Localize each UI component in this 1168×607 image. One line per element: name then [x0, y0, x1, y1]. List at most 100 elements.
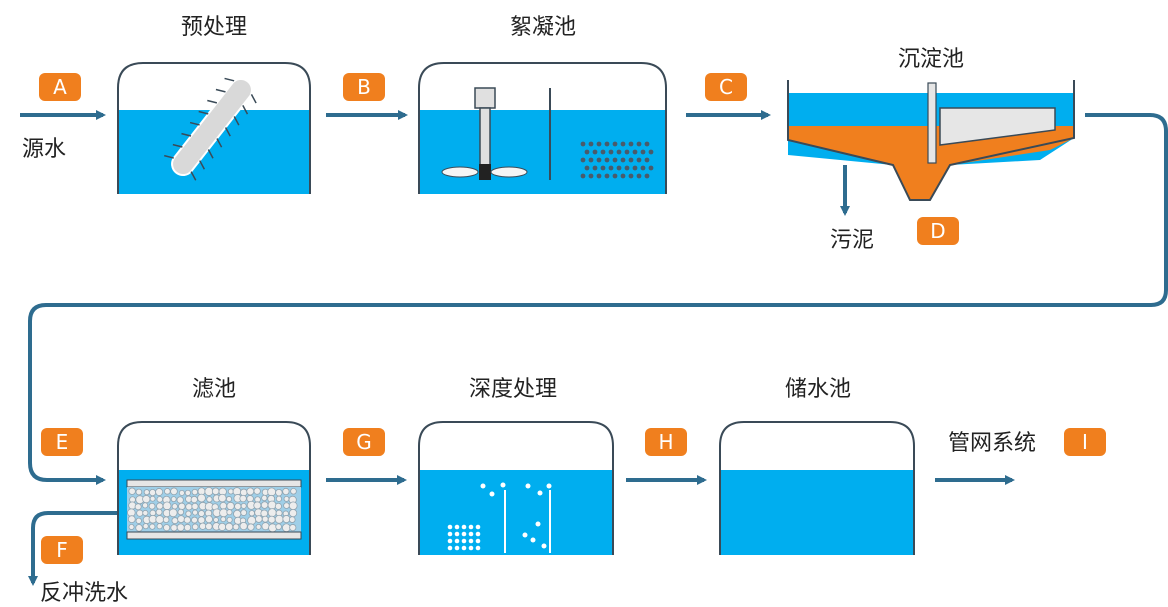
particle [170, 496, 177, 503]
particle [176, 496, 184, 504]
particle [219, 508, 229, 518]
inclined-plate-settler [939, 107, 1056, 146]
particle [475, 524, 481, 530]
particle [461, 545, 467, 551]
particle [142, 523, 149, 530]
svg-text:E: E [56, 430, 69, 454]
particle [620, 173, 626, 179]
particle [612, 173, 618, 179]
particle [584, 165, 590, 171]
arrow-backwash-out [28, 511, 118, 586]
bubbles-icon [447, 482, 552, 553]
particle [148, 502, 156, 510]
particle [624, 149, 630, 155]
particle [191, 516, 198, 524]
label-storage: 储水池 [785, 377, 851, 402]
particle [267, 508, 277, 518]
particle [267, 487, 277, 497]
particle [149, 489, 157, 497]
particle [461, 531, 467, 537]
particle [177, 515, 185, 523]
particle [644, 141, 650, 147]
particle [600, 149, 606, 155]
label-sedimentation: 沉淀池 [898, 47, 964, 72]
particle [178, 502, 186, 511]
particle [197, 516, 206, 524]
svg-text:C: C [719, 75, 733, 99]
filter-bottom-plate [126, 531, 302, 540]
particle [219, 501, 228, 510]
particle [644, 157, 650, 163]
particle [246, 487, 255, 496]
label-network: 管网系统 [948, 431, 1036, 456]
badge-e: E [41, 428, 83, 456]
badge-d: D [917, 217, 959, 245]
particle [149, 523, 156, 530]
particle [135, 524, 143, 532]
particle [282, 523, 291, 533]
particle [240, 509, 248, 516]
particle [475, 531, 481, 537]
particle [206, 496, 213, 503]
label-filter: 滤池 [192, 377, 236, 402]
storage-outline [719, 421, 915, 555]
particle [282, 515, 291, 524]
particle [261, 522, 270, 531]
return-pipe [28, 113, 1168, 485]
particle [162, 501, 172, 511]
floc-particles [580, 141, 654, 179]
particle [234, 502, 242, 511]
svg-text:I: I [1082, 430, 1088, 454]
particle [185, 503, 193, 511]
filter-top-plate [126, 479, 302, 488]
storage-water [720, 470, 914, 555]
particle [191, 502, 199, 510]
particle [461, 524, 467, 530]
particle [184, 489, 191, 497]
particle [454, 545, 460, 551]
label-flocculation: 絮凝池 [510, 15, 576, 40]
label-sludge: 污泥 [830, 228, 874, 253]
particle [648, 149, 654, 155]
particle [178, 489, 185, 496]
particle [218, 522, 227, 531]
particle [275, 488, 283, 497]
particle [596, 157, 602, 163]
particle [136, 509, 144, 517]
particle [213, 517, 219, 523]
particle [267, 500, 277, 510]
particle [274, 502, 282, 510]
particle [468, 531, 474, 537]
particle [632, 149, 638, 155]
particle [164, 488, 171, 495]
particle [447, 524, 453, 530]
particle [636, 173, 642, 179]
particle [171, 503, 178, 510]
particle [620, 157, 626, 163]
particle [155, 515, 165, 524]
particle [128, 501, 137, 510]
particle [247, 516, 257, 525]
particle [260, 509, 269, 518]
advanced-outline [418, 421, 614, 555]
particle [233, 509, 242, 518]
particle [447, 545, 453, 551]
badge-i: I [1064, 428, 1106, 456]
particle [268, 523, 278, 533]
particle [240, 502, 247, 509]
svg-text:B: B [357, 75, 371, 99]
particle [628, 173, 634, 179]
flocculation-outline [418, 62, 667, 194]
particle [628, 157, 634, 163]
particle [604, 141, 610, 147]
mixer-icon [441, 87, 528, 180]
particle [183, 516, 191, 524]
particle [628, 141, 634, 147]
particle [134, 503, 142, 511]
particle [468, 538, 474, 544]
particle [604, 157, 610, 163]
svg-text:F: F [56, 538, 68, 562]
particle [636, 141, 642, 147]
particle [288, 501, 298, 511]
